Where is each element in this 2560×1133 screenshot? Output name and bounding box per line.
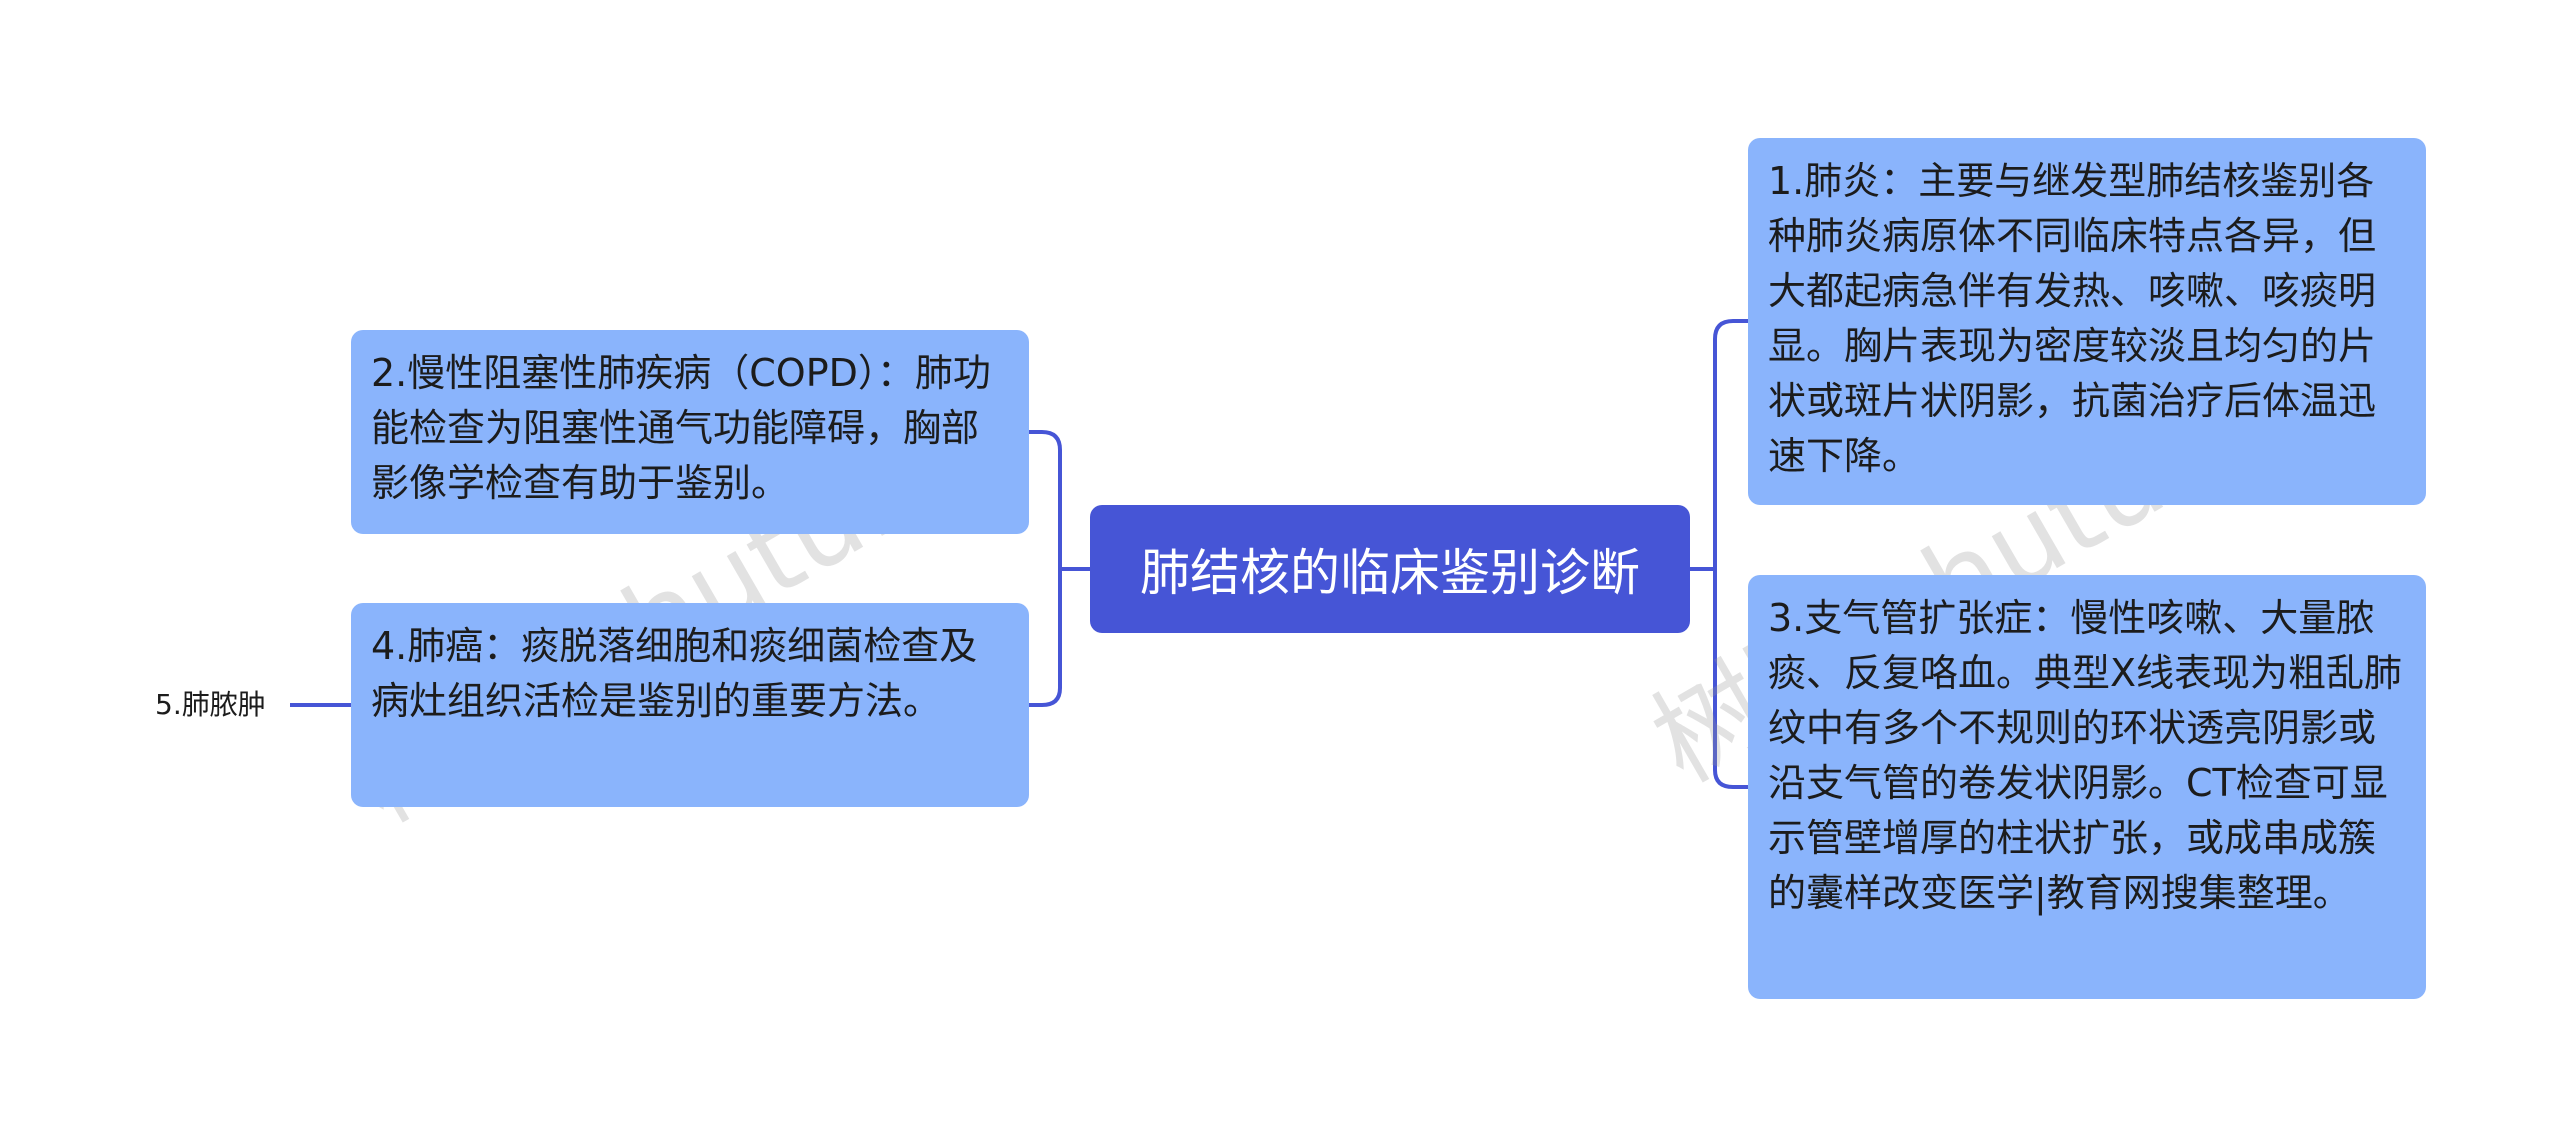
topic-pneumonia-text: 1.肺炎：主要与继发型肺结核鉴别各种肺炎病原体不同临床特点各异，但大都起病急伴有… <box>1768 159 2377 478</box>
topic-copd[interactable]: 2.慢性阻塞性肺疾病（COPD）：肺功能检查为阻塞性通气功能障碍，胸部影像学检查… <box>351 330 1029 534</box>
topic-copd-text: 2.慢性阻塞性肺疾病（COPD）：肺功能检查为阻塞性通气功能障碍，胸部影像学检查… <box>371 351 991 505</box>
topic-bronchiectasis[interactable]: 3.支气管扩张症：慢性咳嗽、大量脓痰、反复咯血。典型X线表现为粗乱肺纹中有多个不… <box>1748 575 2426 999</box>
connector-right-bracket <box>1713 319 1748 789</box>
topic-pneumonia[interactable]: 1.肺炎：主要与继发型肺结核鉴别各种肺炎病原体不同临床特点各异，但大都起病急伴有… <box>1748 138 2426 505</box>
topic-bronchiectasis-text: 3.支气管扩张症：慢性咳嗽、大量脓痰、反复咯血。典型X线表现为粗乱肺纹中有多个不… <box>1768 596 2403 915</box>
topic-lung-abscess-text: 5.肺脓肿 <box>155 688 266 721</box>
root-topic[interactable]: 肺结核的临床鉴别诊断 <box>1090 505 1690 633</box>
topic-lung-abscess[interactable]: 5.肺脓肿 <box>155 685 266 725</box>
root-topic-label: 肺结核的临床鉴别诊断 <box>1140 544 1640 602</box>
connector-left-bracket <box>1029 430 1062 707</box>
topic-lung-cancer[interactable]: 4.肺癌：痰脱落细胞和痰细菌检查及病灶组织活检是鉴别的重要方法。 <box>351 603 1029 807</box>
topic-lung-cancer-text: 4.肺癌：痰脱落细胞和痰细菌检查及病灶组织活检是鉴别的重要方法。 <box>371 624 978 723</box>
